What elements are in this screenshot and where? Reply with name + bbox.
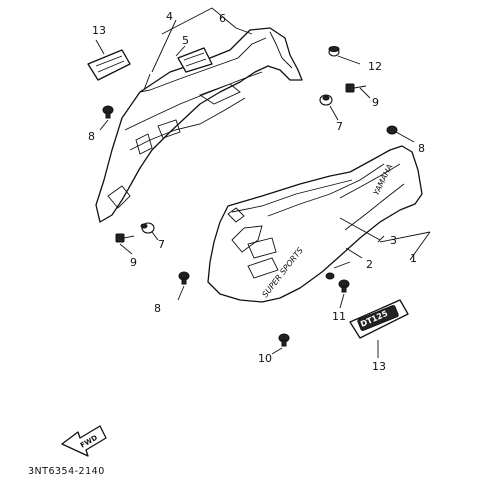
fastener-3 [325,272,335,280]
screw-8-upper-right [386,125,398,135]
callout-8-right: 8 [418,142,425,155]
upper-cover-decal [177,47,213,73]
grommet-12 [328,46,340,57]
upper-left-emblem [87,49,131,81]
callout-7-lower: 7 [158,238,165,251]
callout-13-lower: 13 [372,360,386,373]
lower-right-emblem: DT125 [349,299,409,339]
collar-7-upper [319,94,333,106]
callout-7-upper: 7 [336,120,343,133]
callout-4: 4 [166,10,173,23]
diagram-code: 3NT6354-2140 [28,466,105,477]
callout-13-upper: 13 [92,24,106,37]
bolt-9-upper [345,83,367,93]
bolt-9-lower [115,233,135,243]
callout-12: 12 [368,60,382,73]
callout-5: 5 [182,34,189,47]
callout-2: 2 [366,258,373,271]
screw-10 [278,333,290,347]
callout-9-lower: 9 [130,256,137,269]
collar-7-lower [140,222,155,234]
callout-3: 3 [390,234,397,247]
callout-11: 11 [332,310,346,323]
callout-1: 1 [410,252,417,265]
screw-11 [338,279,350,293]
callout-6: 6 [219,12,226,25]
lower-side-cover [207,145,423,303]
callout-8-lower: 8 [154,302,161,315]
callout-8-left: 8 [88,130,95,143]
screw-8-lower [178,271,190,285]
callout-9-upper: 9 [372,96,379,109]
callout-labels: 13 4 5 6 12 9 7 8 8 3 1 2 7 9 8 11 10 13 [88,10,425,373]
fwd-arrow-icon: FWD [61,425,107,457]
leader-lines [95,7,431,358]
screw-8-left [102,105,114,119]
callout-10: 10 [258,352,272,365]
